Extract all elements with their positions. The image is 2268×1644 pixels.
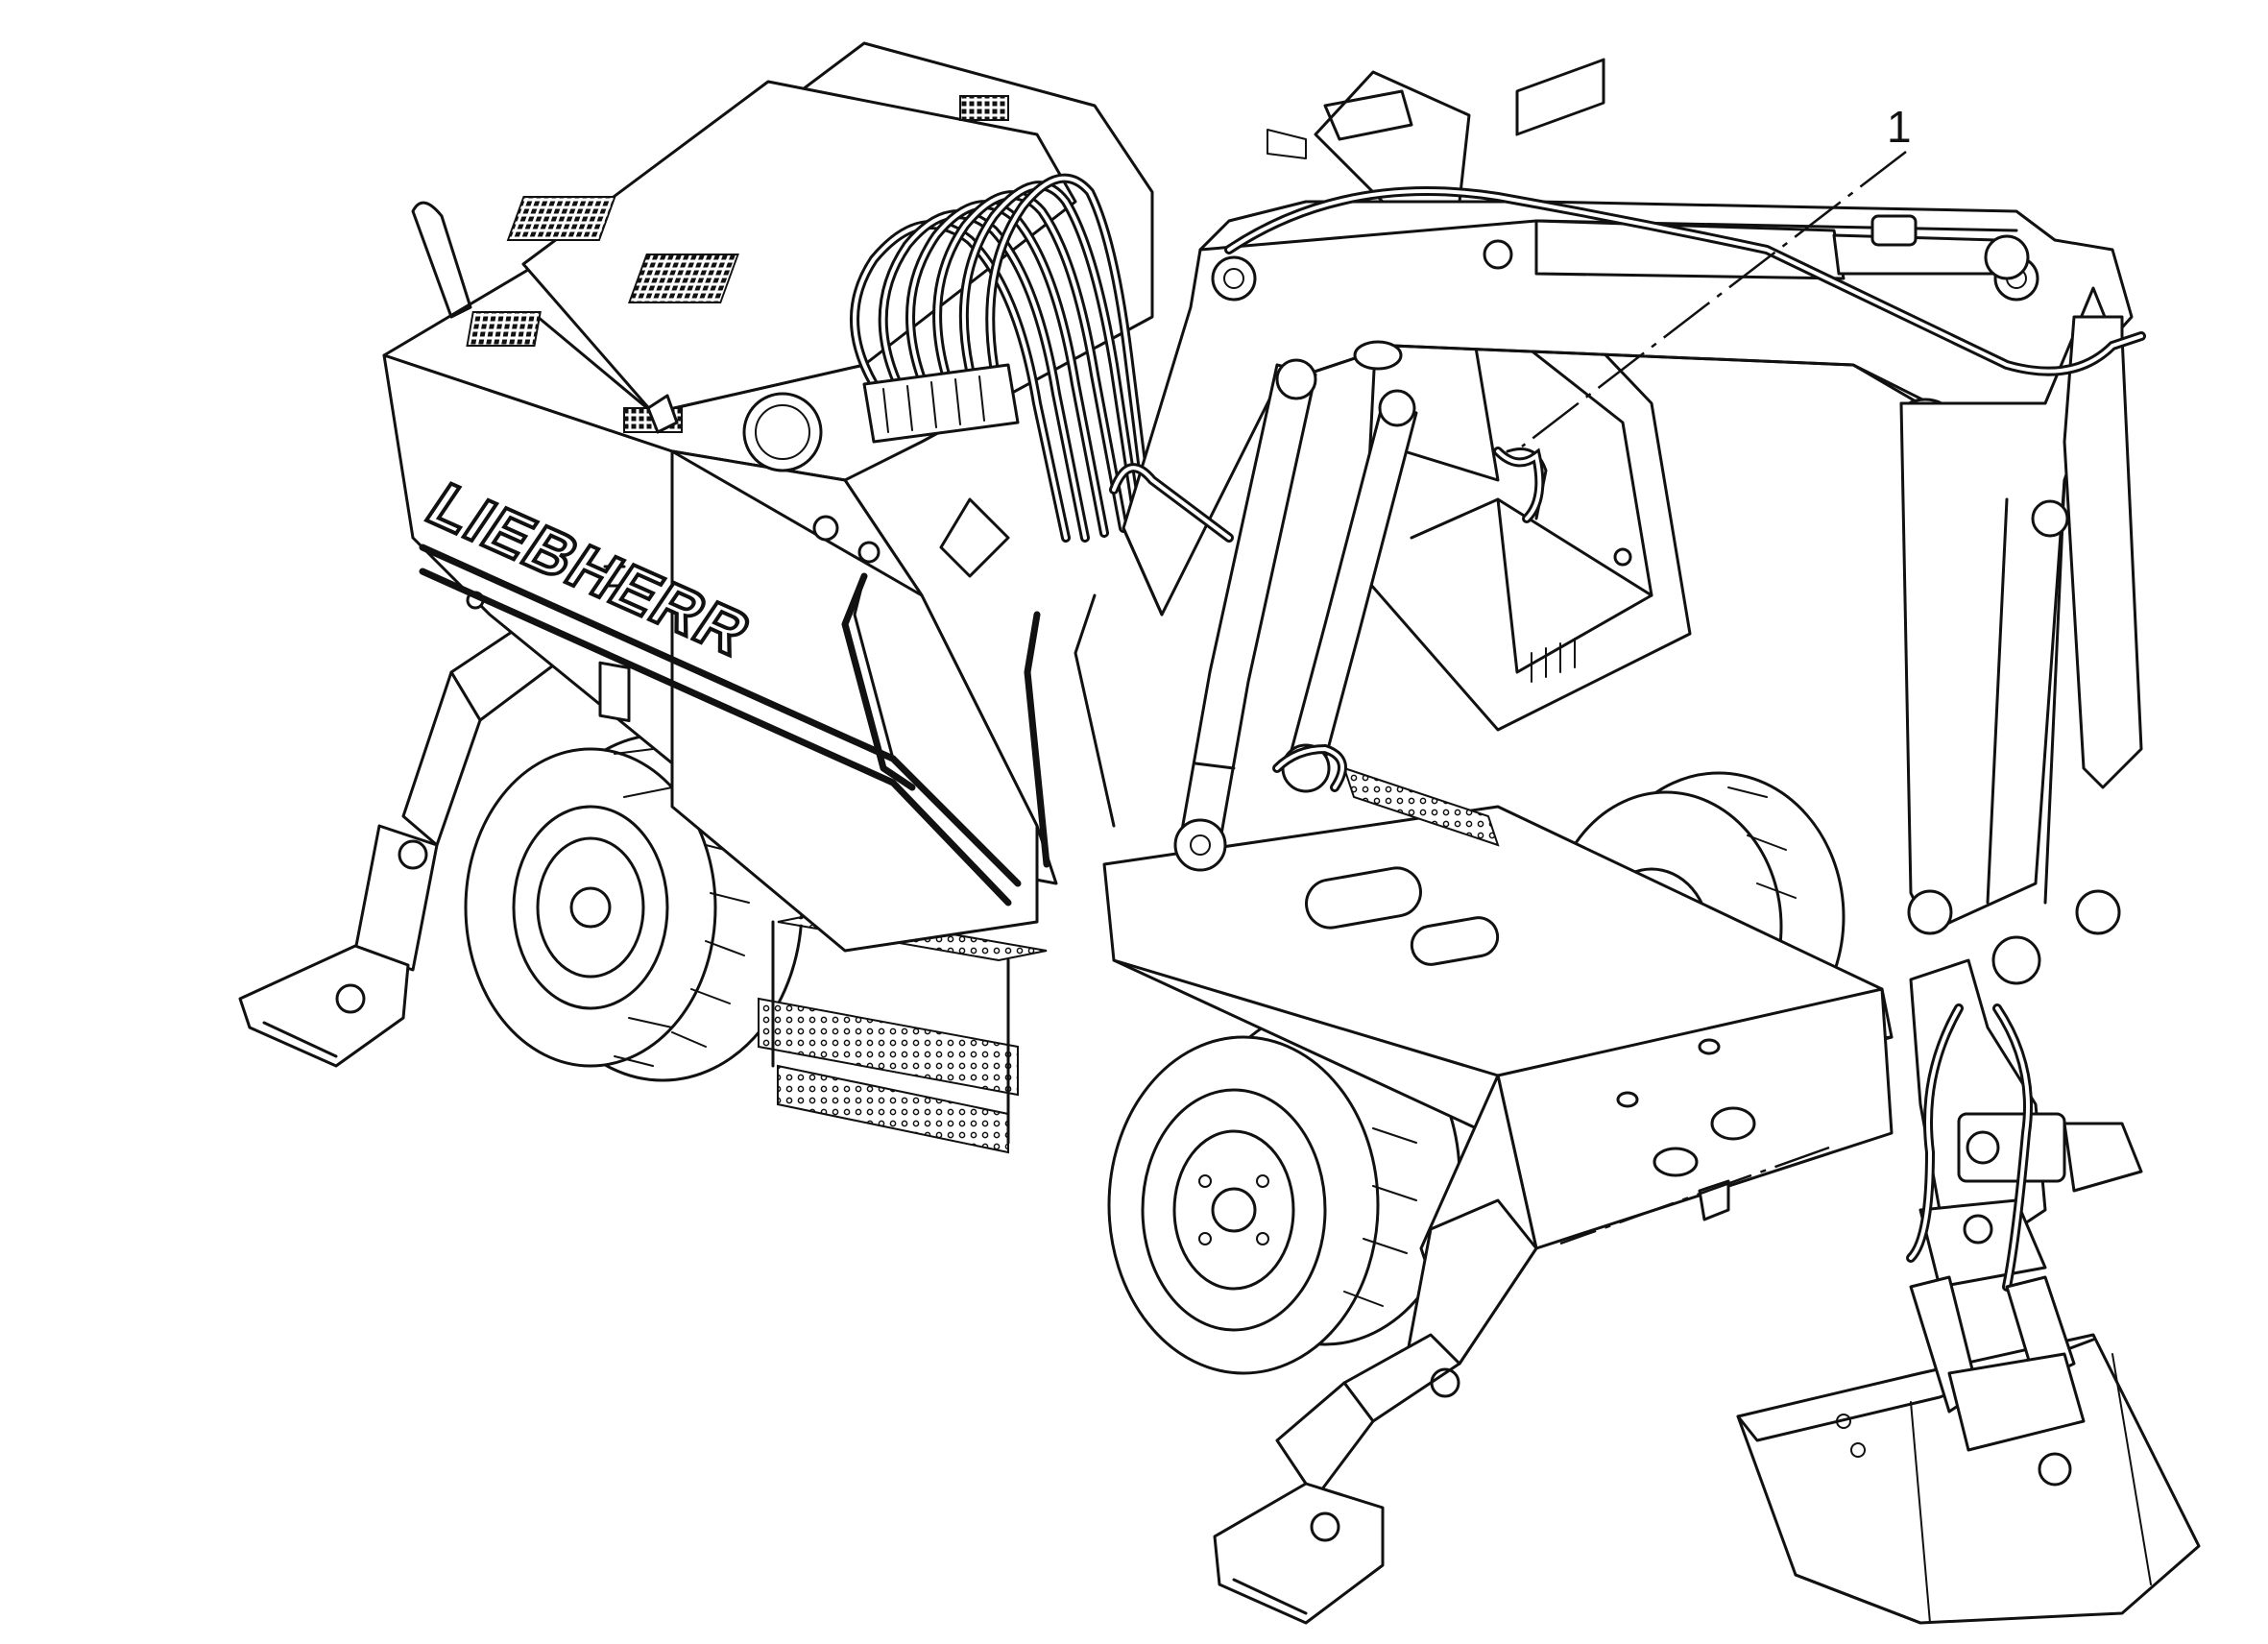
stick-cylinder [1534, 214, 2030, 280]
hydraulic-hose-bundle [850, 173, 1152, 543]
callout-1: 1 [1521, 102, 1912, 1245]
callout-number: 1 [1887, 102, 1912, 152]
outrigger-rear-left [238, 622, 559, 1068]
boom-hose-line [1109, 186, 2146, 792]
bucket [1736, 1275, 2201, 1625]
outrigger-front [1213, 1198, 1538, 1625]
bucket-linkage [1906, 958, 2143, 1292]
boom-cylinder-left [1173, 358, 1317, 872]
handrails [841, 497, 1116, 868]
stick-arm [1899, 286, 2143, 985]
